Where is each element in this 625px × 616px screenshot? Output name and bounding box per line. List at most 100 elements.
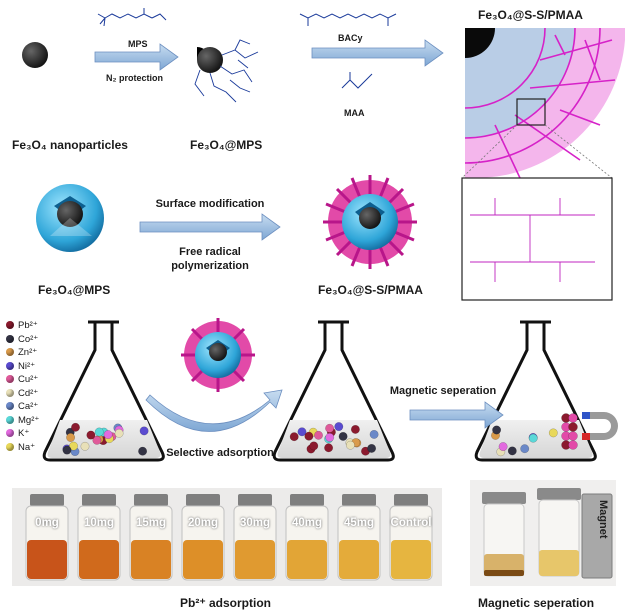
ion-particle bbox=[114, 428, 124, 438]
vial-liquid bbox=[131, 540, 171, 579]
ion-legend-item: Ca²⁺ bbox=[6, 401, 38, 412]
bacy-molecule-icon bbox=[299, 13, 397, 26]
ion-particle bbox=[324, 443, 334, 453]
ion-label: K⁺ bbox=[18, 428, 30, 439]
ion-particle bbox=[548, 428, 558, 438]
vial-liquid bbox=[235, 540, 275, 579]
vial-label: 20mg bbox=[187, 517, 219, 529]
vial-label: 30mg bbox=[239, 517, 271, 529]
fe3o4-ss-pmaa-quarter-icon bbox=[464, 27, 625, 179]
ion-particle bbox=[325, 423, 335, 433]
vial bbox=[25, 494, 69, 581]
curved-arrow-icon bbox=[145, 389, 283, 432]
ion-particle bbox=[289, 432, 299, 442]
ion-label: Cu²⁺ bbox=[18, 374, 39, 385]
vial-cap bbox=[134, 494, 168, 506]
bacy-label: BACy bbox=[338, 33, 363, 43]
n2-protection-label: N₂ protection bbox=[106, 73, 163, 83]
ion-particle bbox=[86, 430, 96, 440]
ion-legend-item: Zn²⁺ bbox=[6, 347, 37, 358]
flask-right bbox=[474, 320, 597, 462]
ion-label: Pb²⁺ bbox=[18, 320, 38, 331]
vial-label: 10mg bbox=[83, 517, 115, 529]
vial-liquid bbox=[391, 540, 431, 579]
ion-particle bbox=[80, 441, 90, 451]
ion-label: Co²⁺ bbox=[18, 333, 39, 345]
ion-particle bbox=[367, 443, 377, 453]
ion-particle bbox=[350, 424, 360, 434]
polymerization-label: polymerization bbox=[171, 260, 249, 272]
ion-label: Mg²⁺ bbox=[18, 414, 40, 426]
ion-particle bbox=[62, 445, 72, 455]
ion-particle bbox=[498, 442, 508, 452]
ion-legend-item: Na⁺ bbox=[6, 442, 35, 453]
left-particle-label: Fe₃O₄@MPS bbox=[38, 283, 111, 297]
ion-dot-icon bbox=[6, 388, 14, 397]
ion-particle bbox=[304, 431, 314, 441]
np-label: Fe₃O₄ nanoparticles bbox=[12, 138, 128, 152]
ion-particle bbox=[92, 435, 102, 445]
magnetic-separation-caption: Magnetic seperation bbox=[478, 596, 595, 610]
vial bbox=[77, 494, 121, 581]
vial-liquid bbox=[183, 540, 223, 579]
arrow-icon bbox=[139, 213, 281, 241]
final-product-label: Fe₃O₄@S-S/PMAA bbox=[478, 8, 583, 22]
mps-reagent-label: MPS bbox=[128, 39, 148, 49]
ion-particle bbox=[94, 427, 104, 437]
vial-label: Control bbox=[390, 517, 432, 529]
ion-particle bbox=[325, 432, 335, 442]
ion-dot-icon bbox=[6, 415, 14, 424]
ion-particle bbox=[103, 430, 113, 440]
ion-particle bbox=[492, 425, 502, 435]
vial-label: 45mg bbox=[343, 517, 375, 529]
vial bbox=[389, 494, 433, 581]
ion-particle bbox=[338, 431, 348, 441]
ion-particle bbox=[297, 427, 307, 437]
maa-label: MAA bbox=[344, 108, 365, 118]
ion-particle bbox=[520, 444, 530, 454]
polymer-structure-box bbox=[461, 177, 613, 301]
ion-particle bbox=[139, 426, 149, 436]
flask-middle bbox=[272, 320, 395, 462]
vial-cap bbox=[394, 494, 428, 506]
magnet-label: Magnet bbox=[597, 500, 609, 539]
selective-adsorption-label: Selective adsorption bbox=[166, 447, 274, 459]
ion-legend-item: Mg²⁺ bbox=[6, 415, 39, 426]
ion-particle bbox=[314, 430, 323, 440]
vial-cap bbox=[186, 494, 220, 506]
ion-label: Ca²⁺ bbox=[18, 401, 39, 412]
vial bbox=[285, 494, 329, 581]
flask-left bbox=[42, 320, 165, 462]
ion-dot-icon bbox=[6, 442, 14, 451]
ion-dot-icon bbox=[6, 361, 14, 370]
ion-legend-item: Pb²⁺ bbox=[6, 320, 38, 331]
ion-dot-icon bbox=[6, 402, 14, 411]
vial-cap bbox=[238, 494, 272, 506]
ion-particle bbox=[138, 446, 148, 456]
ion-dot-icon bbox=[6, 429, 14, 438]
vial-label: 0mg bbox=[35, 517, 59, 529]
ion-particle bbox=[66, 433, 76, 442]
vial-cap bbox=[30, 494, 64, 506]
vial-cap bbox=[82, 494, 116, 506]
ion-particle bbox=[309, 441, 319, 451]
vial-liquid bbox=[339, 540, 379, 579]
ion-particle bbox=[507, 446, 517, 456]
surface-modification-label: Surface modification bbox=[155, 198, 265, 210]
vial-label: 15mg bbox=[135, 517, 167, 529]
magnet-vials bbox=[482, 488, 613, 579]
ion-particle bbox=[345, 440, 355, 450]
ion-dot-icon bbox=[6, 334, 14, 343]
ion-particle bbox=[369, 429, 379, 439]
vial bbox=[337, 494, 381, 581]
vial bbox=[181, 494, 225, 581]
fe3o4-mps-sphere-icon bbox=[36, 184, 104, 252]
ion-legend-item: Cd²⁺ bbox=[6, 388, 38, 399]
vial-liquid bbox=[79, 540, 119, 579]
ion-label: Na⁺ bbox=[18, 441, 36, 453]
ion-label: Ni²⁺ bbox=[18, 360, 36, 372]
ion-legend-item: Ni²⁺ bbox=[6, 361, 35, 372]
fe3o4-mps-particle-icon bbox=[194, 39, 259, 103]
